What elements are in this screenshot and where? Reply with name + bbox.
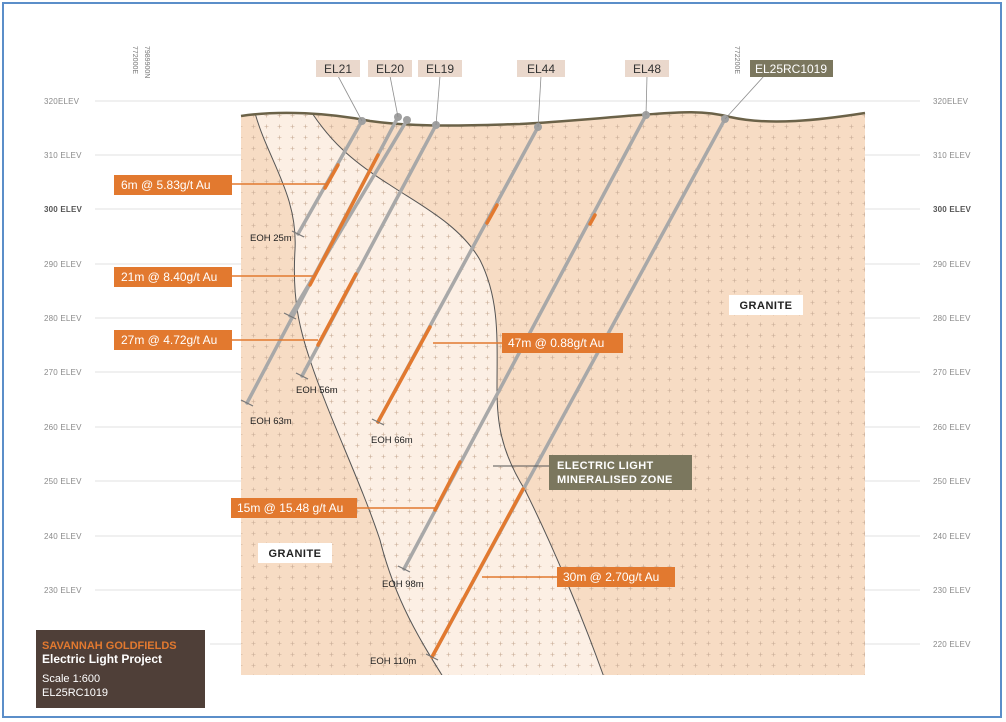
granite-label-right: GRANITE [729, 295, 803, 315]
eoh-25m: EOH 25m [250, 233, 292, 244]
elev-left-300: 300 ELEV [44, 205, 83, 214]
segment-el19 [316, 272, 358, 347]
elev-left-290: 290 ELEV [44, 260, 82, 269]
hole-tag-el21: EL21 [316, 60, 360, 77]
segment-el25rc1019 [430, 487, 525, 659]
segment-el48-b [433, 460, 462, 512]
elev-left-250: 250 ELEV [44, 477, 82, 486]
intercept-label-4-text: 47m @ 0.88g/t Au [508, 336, 604, 350]
elev-right-270: 270 ELEV [933, 368, 971, 377]
elev-left-320: 320ELEV [44, 97, 80, 106]
elevation-labels-right: 320ELEV 310 ELEV 300 ELEV 290 ELEV 280 E… [933, 97, 972, 649]
intercept-label-5-text: 15m @ 15.48 g/t Au [237, 501, 343, 515]
intercept-label-6: 30m @ 2.70g/t Au [557, 567, 675, 587]
elev-right-260: 260 ELEV [933, 423, 971, 432]
segment-el44-b [376, 325, 432, 424]
granite-label-right-text: GRANITE [740, 300, 793, 312]
title-block-scale: Scale 1:600 [42, 673, 100, 685]
intercept-label-4: 47m @ 0.88g/t Au [502, 333, 623, 353]
elev-right-320: 320ELEV [933, 97, 969, 106]
granite-label-left: GRANITE [258, 543, 332, 563]
intercept-label-3-text: 27m @ 4.72g/t Au [121, 333, 217, 347]
title-block-company: SAVANNAH GOLDFIELDS [42, 640, 177, 652]
title-block-hole: EL25RC1019 [42, 687, 108, 699]
hole-tag-el20: EL20 [368, 60, 412, 77]
hole-tag-el48-label: EL48 [633, 62, 661, 76]
elev-left-280: 280 ELEV [44, 314, 82, 323]
elev-right-240: 240 ELEV [933, 532, 971, 541]
zone-label-line1: ELECTRIC LIGHT [557, 460, 654, 472]
intercept-labels: 6m @ 5.83g/t Au 21m @ 8.40g/t Au 27m @ 4… [114, 175, 675, 587]
easting-right-label: 772200E [733, 46, 740, 74]
intercept-label-1: 6m @ 5.83g/t Au [114, 175, 232, 195]
eoh-56m: EOH 56m [296, 385, 338, 396]
hole-tags: EL21 EL20 EL19 EL44 EL48 EL25RC1019 [316, 60, 833, 128]
elev-left-230: 230 ELEV [44, 586, 82, 595]
eoh-110m: EOH 110m [370, 656, 416, 667]
eoh-66m: EOH 66m [371, 435, 413, 446]
segment-el21 [323, 163, 340, 190]
intercept-segments [308, 153, 597, 659]
hole-tag-el48: EL48 [625, 60, 669, 77]
easting-left-label: 772000E [131, 46, 138, 74]
elev-left-260: 260 ELEV [44, 423, 82, 432]
intercept-label-2: 21m @ 8.40g/t Au [114, 267, 232, 287]
hole-tag-el44-label: EL44 [527, 62, 555, 76]
elev-left-270: 270 ELEV [44, 368, 82, 377]
coordinate-labels: 7989900N 772000E 772200E [131, 46, 740, 78]
eoh-63m: EOH 63m [250, 416, 292, 427]
elev-right-300: 300 ELEV [933, 205, 972, 214]
hole-tag-el19: EL19 [418, 60, 462, 77]
elev-right-250: 250 ELEV [933, 477, 971, 486]
title-block: SAVANNAH GOLDFIELDS Electric Light Proje… [36, 630, 205, 708]
hole-tag-el44: EL44 [517, 60, 565, 77]
segment-el20 [308, 153, 380, 287]
eoh-98m: EOH 98m [382, 579, 424, 590]
elevation-labels-left: 320ELEV 310 ELEV 300 ELEV 290 ELEV 280 E… [44, 97, 83, 595]
elev-right-310: 310 ELEV [933, 151, 971, 160]
elev-right-220: 220 ELEV [933, 640, 971, 649]
intercept-label-6-text: 30m @ 2.70g/t Au [563, 570, 659, 584]
topography-line [240, 111, 866, 127]
zone-label-line2: MINERALISED ZONE [557, 474, 673, 486]
intercept-label-3: 27m @ 4.72g/t Au [114, 330, 232, 350]
mineralised-zone-label: ELECTRIC LIGHT MINERALISED ZONE [493, 455, 692, 490]
segment-el48-a [588, 213, 597, 226]
zone-boundary-right [311, 112, 606, 675]
elev-right-230: 230 ELEV [933, 586, 971, 595]
geological-section [241, 112, 865, 675]
zone-boundary-left [254, 112, 446, 675]
granite-label-left-text: GRANITE [269, 548, 322, 560]
hole-tag-el20-label: EL20 [376, 62, 404, 76]
intercept-label-5: 15m @ 15.48 g/t Au [231, 498, 357, 518]
elev-right-290: 290 ELEV [933, 260, 971, 269]
eoh-labels: EOH 25m EOH 56m EOH 63m EOH 66m EOH 98m … [250, 233, 424, 667]
intercept-label-1-text: 6m @ 5.83g/t Au [121, 178, 211, 192]
elev-left-240: 240 ELEV [44, 532, 82, 541]
hole-tag-el25rc1019-label: EL25RC1019 [755, 62, 827, 76]
eoh-ticks [240, 230, 439, 661]
hole-tag-el19-label: EL19 [426, 62, 454, 76]
segment-el44-a [485, 203, 499, 225]
northing-label: 7989900N [143, 46, 150, 78]
elev-left-310: 310 ELEV [44, 151, 82, 160]
intercept-label-2-text: 21m @ 8.40g/t Au [121, 270, 217, 284]
title-block-project: Electric Light Project [42, 652, 162, 666]
hole-tag-el21-label: EL21 [324, 62, 352, 76]
intercept-leaders [232, 183, 557, 578]
elev-right-280: 280 ELEV [933, 314, 971, 323]
hole-tag-el25rc1019: EL25RC1019 [750, 60, 833, 77]
